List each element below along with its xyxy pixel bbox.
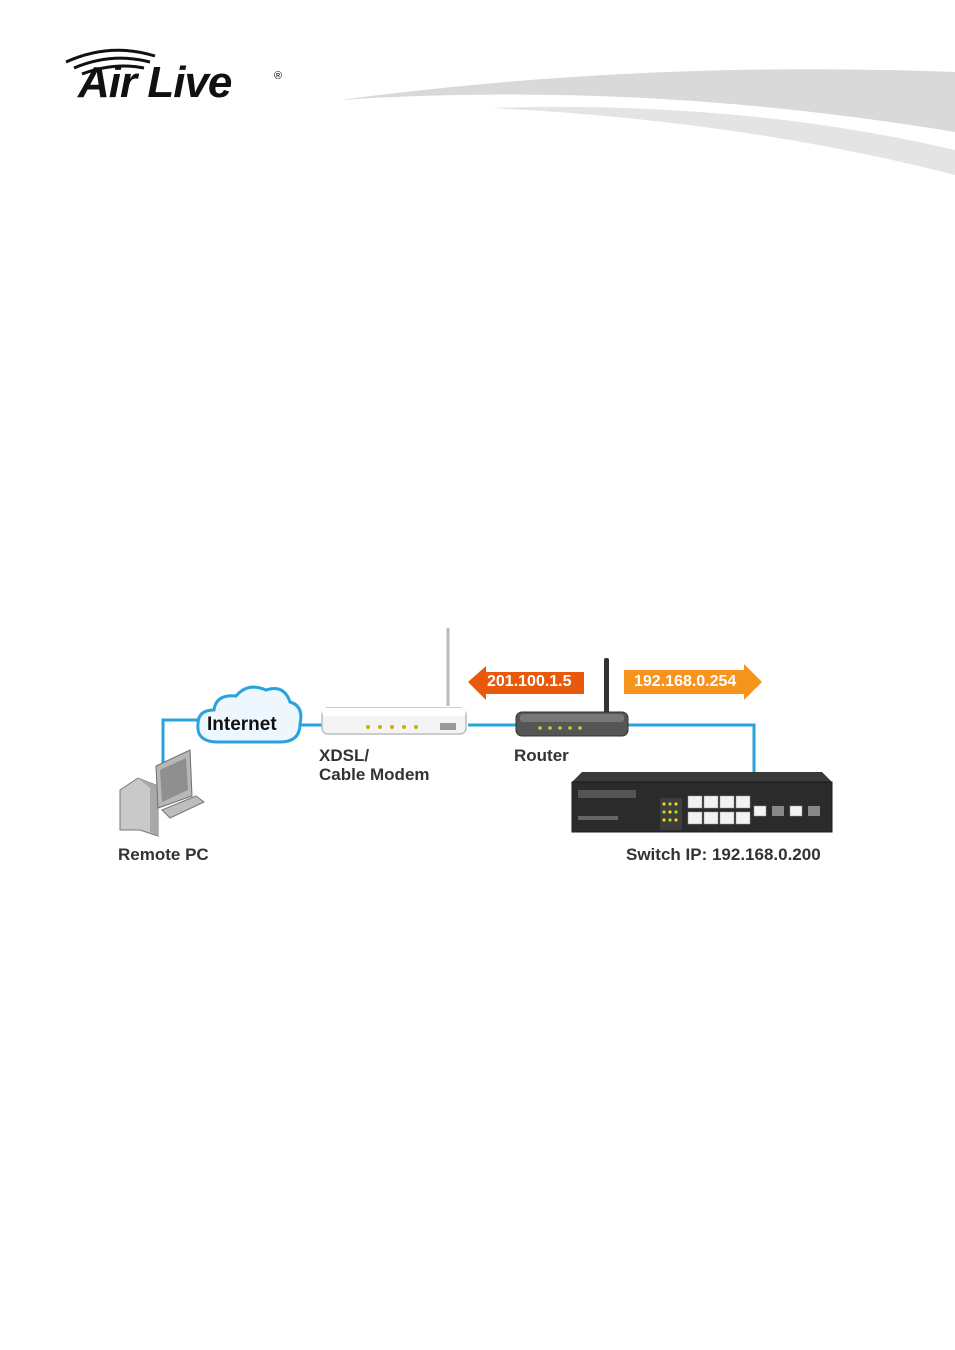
modem-label-line1: XDSL/	[319, 746, 369, 765]
router-icon	[516, 658, 628, 736]
router-label: Router	[514, 746, 569, 765]
switch-icon	[572, 772, 832, 832]
airlive-logo: Air Live ®	[60, 40, 290, 112]
link-router-switch	[628, 725, 754, 772]
logo-wordmark: Air Live	[78, 58, 231, 108]
router-wan-ip: 201.100.1.5	[487, 672, 572, 692]
network-diagram	[100, 610, 860, 880]
modem-icon	[322, 628, 466, 734]
internet-label: Internet	[207, 714, 277, 736]
modem-label-line2: Cable Modem	[319, 765, 430, 784]
header-swoosh	[340, 60, 955, 180]
remote-pc-icon	[120, 750, 204, 836]
registered-mark: ®	[274, 70, 282, 82]
remote-pc-label: Remote PC	[118, 845, 209, 864]
switch-ip-label: Switch IP: 192.168.0.200	[626, 845, 821, 864]
router-lan-ip: 192.168.0.254	[634, 672, 736, 692]
